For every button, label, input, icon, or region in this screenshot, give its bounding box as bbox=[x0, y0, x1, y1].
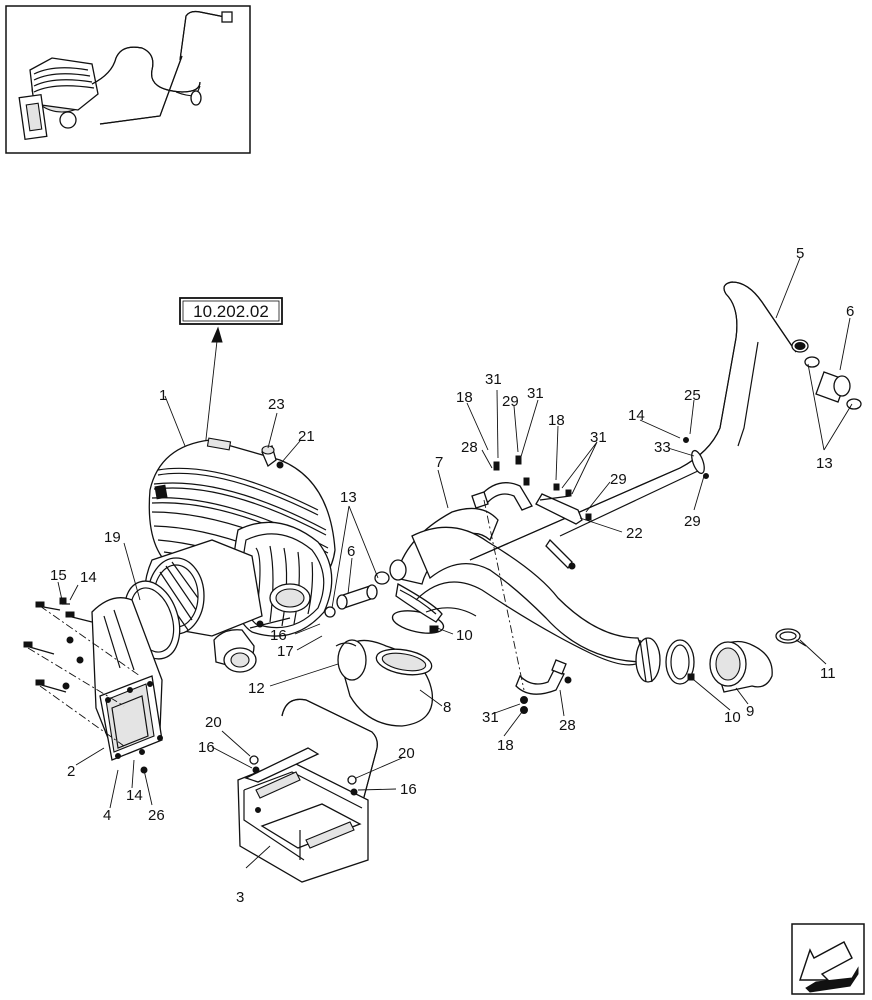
callout-18-upper-left: 18 bbox=[456, 389, 473, 406]
callout-18-lower: 18 bbox=[497, 737, 514, 754]
callout-6-right: 6 bbox=[846, 303, 854, 320]
overview-thumbnail[interactable] bbox=[5, 5, 251, 154]
callout-16-frame-left: 16 bbox=[198, 739, 215, 756]
callout-17: 17 bbox=[277, 643, 294, 660]
air-cleaner-support-frame[interactable] bbox=[237, 698, 378, 883]
callout-5: 5 bbox=[796, 245, 804, 262]
right-elbow-set[interactable] bbox=[665, 628, 807, 693]
callout-10-right: 10 bbox=[724, 709, 741, 726]
next-page-arrow-icon[interactable] bbox=[791, 923, 865, 995]
reference-label-box[interactable]: 10.202.02 bbox=[179, 297, 283, 325]
callout-14-bottom: 14 bbox=[126, 787, 143, 804]
callout-29-right: 29 bbox=[684, 513, 701, 530]
callout-29-mid: 29 bbox=[610, 471, 627, 488]
callout-12: 12 bbox=[248, 680, 265, 697]
hood-fasteners[interactable] bbox=[23, 597, 148, 774]
callout-23: 23 bbox=[268, 396, 285, 413]
callout-20-right: 20 bbox=[398, 745, 415, 762]
callout-22: 22 bbox=[626, 525, 643, 542]
callout-20-left: 20 bbox=[205, 714, 222, 731]
callout-2: 2 bbox=[67, 763, 75, 780]
reference-label-text: 10.202.02 bbox=[193, 302, 269, 321]
callout-26: 26 bbox=[148, 807, 165, 824]
callout-28-lower: 28 bbox=[559, 717, 576, 734]
callout-14-right: 14 bbox=[628, 407, 645, 424]
callout-14-left: 14 bbox=[80, 569, 97, 586]
reference-arrow bbox=[204, 331, 219, 449]
elbow-hose[interactable] bbox=[335, 607, 446, 727]
callouts: 1 2 3 4 5 6 6 7 8 9 10 10 11 12 13 13 14… bbox=[50, 245, 854, 906]
callout-21: 21 bbox=[298, 428, 315, 445]
reference-arrowhead bbox=[211, 326, 223, 343]
lower-bracket-clamp[interactable] bbox=[515, 659, 572, 714]
callout-8: 8 bbox=[443, 699, 451, 716]
callout-31-upper: 31 bbox=[527, 385, 544, 402]
callout-9: 9 bbox=[746, 703, 754, 720]
short-hose-right[interactable] bbox=[804, 356, 862, 410]
callout-19: 19 bbox=[104, 529, 121, 546]
callout-15: 15 bbox=[50, 567, 67, 584]
callout-29-upper: 29 bbox=[502, 393, 519, 410]
callout-31-lower: 31 bbox=[482, 709, 499, 726]
callout-13-right: 13 bbox=[816, 455, 833, 472]
assembly-centerlines-left bbox=[27, 605, 141, 747]
short-hose-center[interactable] bbox=[324, 571, 390, 618]
inlet-hood[interactable] bbox=[91, 597, 163, 761]
upper-bracket-clamp[interactable] bbox=[471, 455, 533, 511]
callout-16-frame-right: 16 bbox=[400, 781, 417, 798]
main-intake-hose[interactable] bbox=[389, 507, 661, 683]
bracket-centerline bbox=[483, 499, 525, 691]
callout-10-left: 10 bbox=[456, 627, 473, 644]
callout-3: 3 bbox=[236, 889, 244, 906]
callout-31-top: 31 bbox=[485, 371, 502, 388]
air-cleaner-assembly[interactable] bbox=[144, 437, 336, 673]
callout-13-center: 13 bbox=[340, 489, 357, 506]
callout-25: 25 bbox=[684, 387, 701, 404]
callout-16-center: 16 bbox=[270, 627, 287, 644]
callout-18-upper-right: 18 bbox=[548, 412, 565, 429]
callout-7: 7 bbox=[435, 454, 443, 471]
callout-28-upper: 28 bbox=[461, 439, 478, 456]
callout-1: 1 bbox=[159, 387, 167, 404]
callout-11: 11 bbox=[820, 665, 836, 682]
callout-33: 33 bbox=[654, 439, 671, 456]
callout-6-center: 6 bbox=[347, 543, 355, 560]
callout-31-right: 31 bbox=[590, 429, 607, 446]
callout-4: 4 bbox=[103, 807, 111, 824]
rigid-intake-tube[interactable] bbox=[469, 281, 809, 570]
callout-leaders bbox=[57, 257, 853, 869]
